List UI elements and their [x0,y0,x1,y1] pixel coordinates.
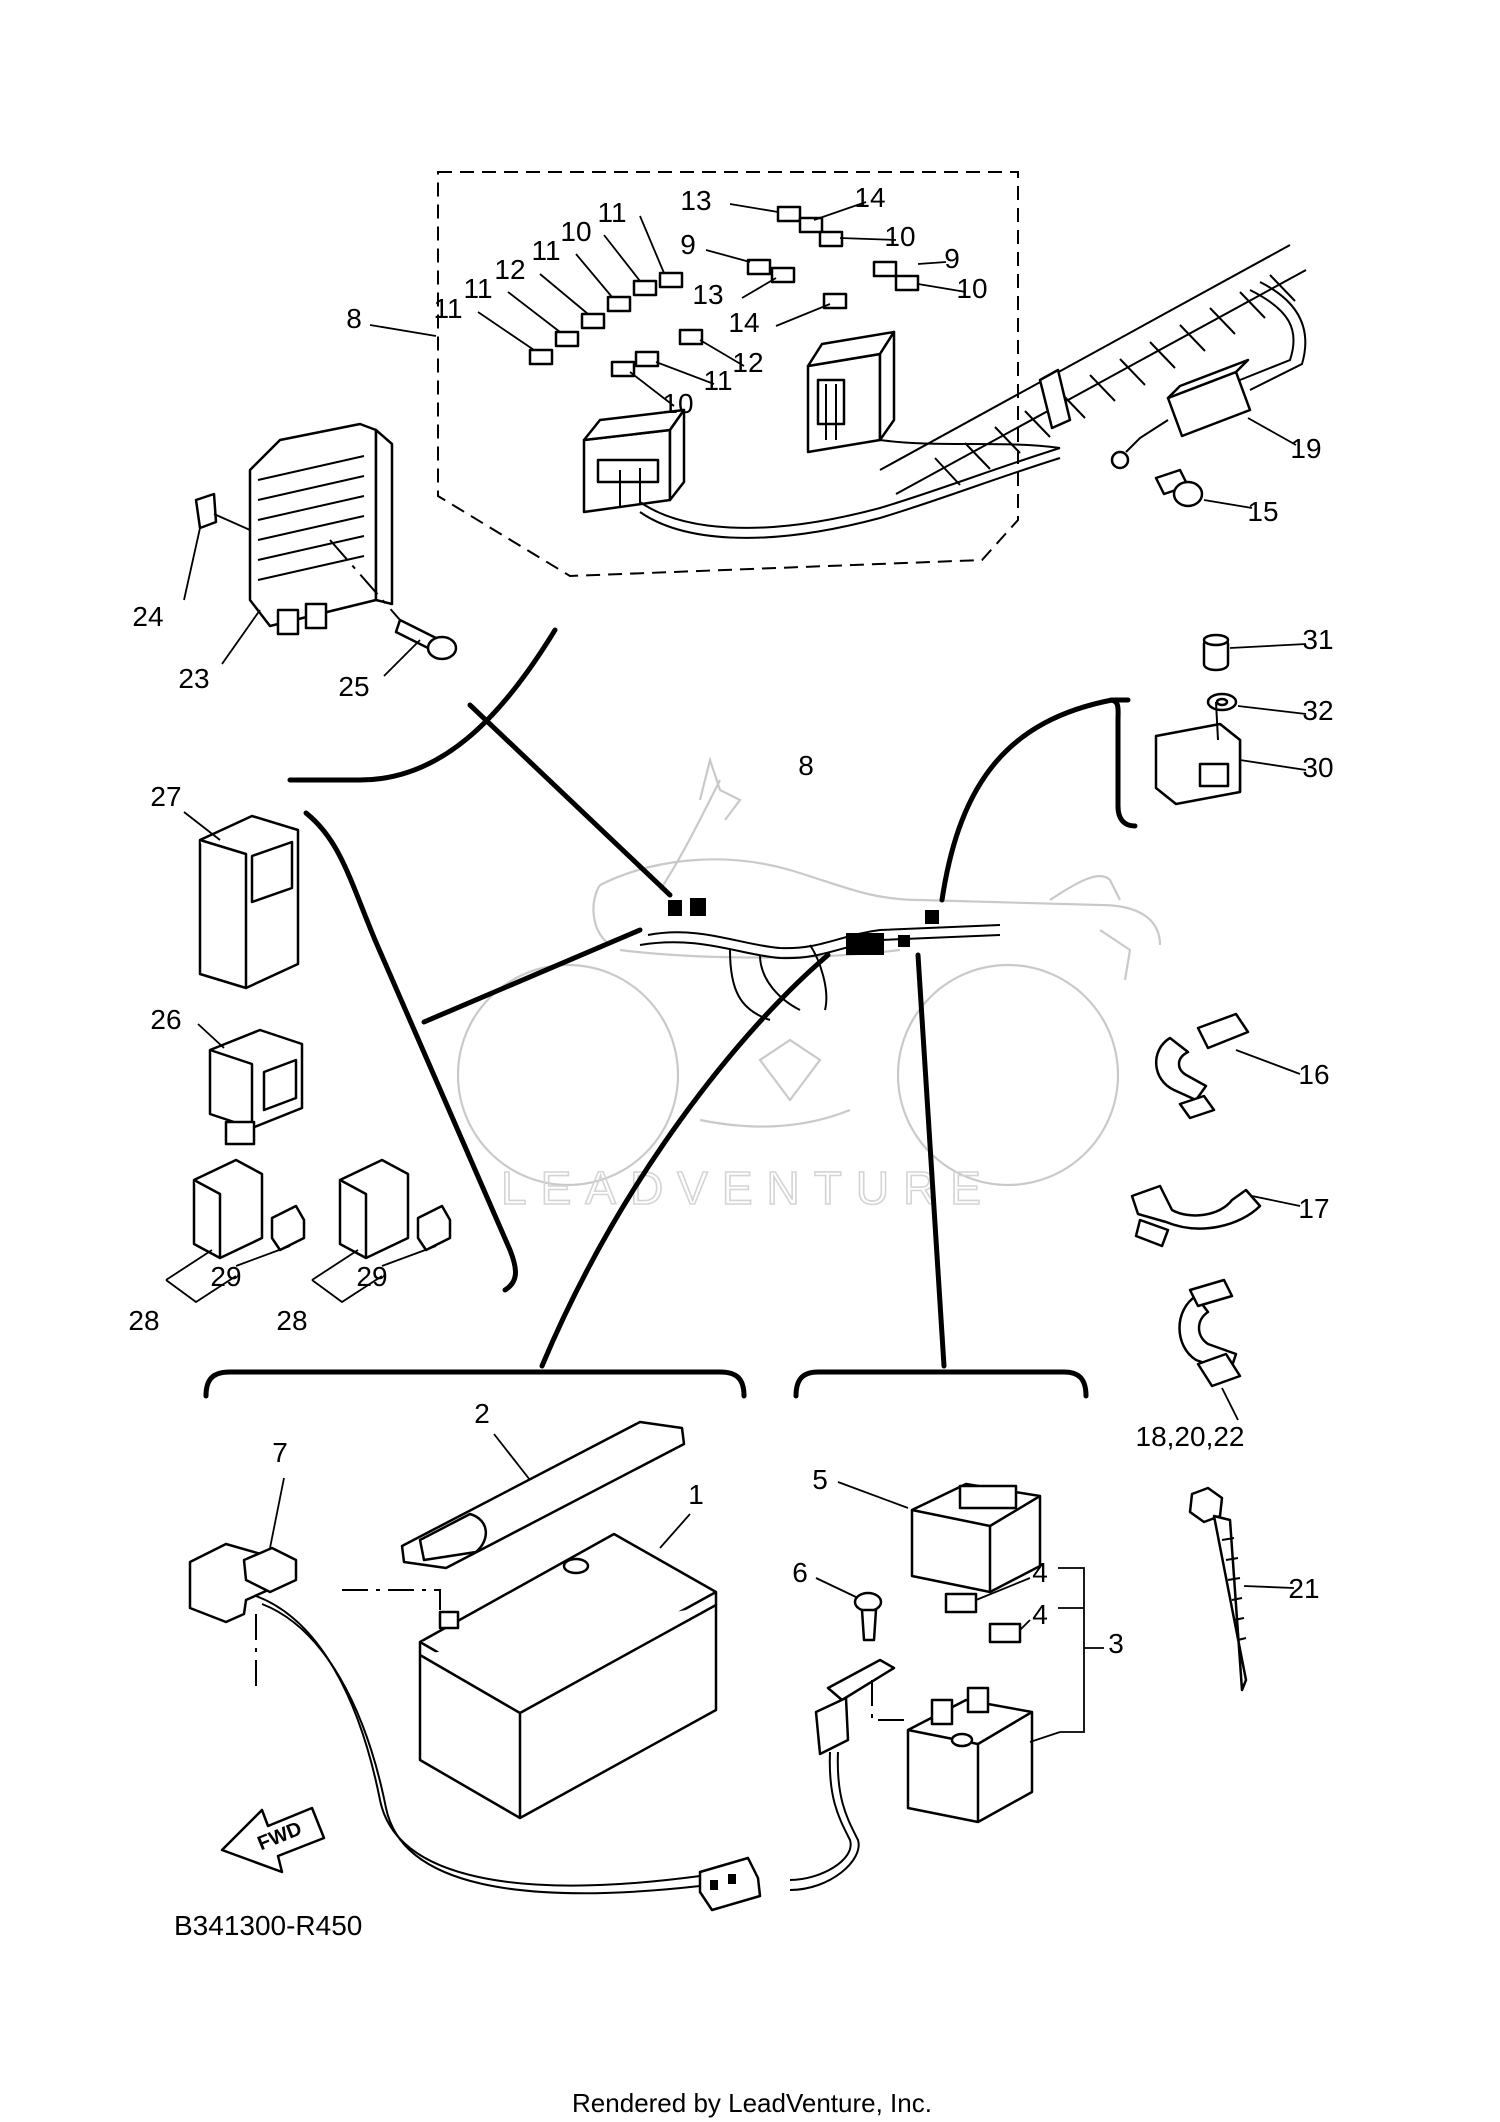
callout-label-29b: 29 [356,1261,387,1292]
callout-label-11c: 11 [531,235,560,266]
callout-label-13b: 13 [692,279,723,310]
battery [418,1513,718,1820]
callout-label-24: 24 [132,601,163,632]
callout-label-6: 6 [792,1557,808,1588]
callout-label-27: 27 [150,781,181,812]
fuse-holder-19 [1166,358,1252,438]
bracket-3 [1029,1567,1104,1743]
callout-label-2: 2 [474,1398,490,1429]
harness-connector-e [925,910,939,924]
screw-15 [1154,468,1204,508]
sensor-assembly [1154,633,1307,806]
wrapped-harness [879,244,1307,509]
mini-fuses [528,205,920,378]
harness-connector-a [668,900,682,916]
harness-connector-b [690,898,706,916]
clamp-17 [1130,1184,1301,1248]
callout-label-9a: 9 [680,229,696,260]
callout-label-8-top: 8 [346,303,362,334]
callout-label-5: 5 [812,1464,828,1495]
battery-strap [400,1420,686,1570]
clamp-18-20-22 [1178,1278,1242,1421]
callout-label-30: 30 [1302,752,1333,783]
cable-tie-21 [1188,1486,1295,1692]
relay-26 [197,1023,304,1146]
callout-label-13a: 13 [680,185,711,216]
callout-label-15: 15 [1247,496,1278,527]
callout-label-3: 3 [1108,1628,1124,1659]
callout-label-26: 26 [150,1004,181,1035]
frame-harness [639,898,1001,1021]
starter-relay-3 [906,1686,1034,1824]
callout-label-8-mid: 8 [798,750,814,781]
callout-label-17: 17 [1298,1193,1329,1224]
callout-label-12a: 12 [494,254,525,285]
callout-label-11d: 11 [597,197,626,228]
fuse-leaders [477,201,967,407]
clamp-16 [1154,1012,1301,1120]
connector-28-29-right [311,1158,452,1304]
callout-label-28b: 28 [276,1305,307,1336]
callout-label-10c: 10 [956,273,987,304]
fuse-box-left [582,408,686,514]
callout-label-25: 25 [338,671,369,702]
callout-label-1: 1 [688,1479,704,1510]
callout-label-9b: 9 [944,243,960,274]
callout-label-14a: 14 [854,182,885,213]
fuses-4 [944,1577,1031,1644]
callout-label-19: 19 [1290,433,1321,464]
callout-label-10d: 10 [662,388,693,419]
watermark-text: LEADVENTURE [501,1162,995,1214]
callout-label-23: 23 [178,663,209,694]
callout-label-18-20-22: 18,20,22 [1136,1421,1245,1452]
callout-label-12b: 12 [732,347,763,378]
callout-label-11b: 11 [463,273,492,304]
callout-label-11e: 11 [703,365,732,396]
callout-label-11a: 11 [433,293,462,324]
callout-label-10a: 10 [560,216,591,247]
callout-label-29a: 29 [210,1261,241,1292]
callout-label-4b: 4 [1032,1599,1048,1630]
fuse-box-harness-group [369,171,1061,578]
callout-label-28a: 28 [128,1305,159,1336]
relay-27 [183,811,300,990]
connector-28-29-left [165,1158,306,1304]
callout-label-21: 21 [1288,1573,1319,1604]
callout-brackets [203,627,1138,1399]
motorcycle-silhouette: LEADVENTURE [456,756,1162,1215]
harness-connector-c [846,933,884,955]
callout-label-7: 7 [272,1437,288,1468]
callout-label-16: 16 [1298,1059,1329,1090]
forward-arrow-icon: FWD [220,1806,326,1874]
callout-label-32: 32 [1302,695,1333,726]
callout-label-31: 31 [1302,624,1333,655]
diagram-part-code: B341300-R450 [174,1910,362,1941]
fuse-box-right [806,330,896,454]
starter-relay-cover-5 [837,1481,1042,1594]
footer-credit: Rendered by LeadVenture, Inc. [572,2088,932,2118]
callout-label-10b: 10 [884,221,915,252]
callout-label-4a: 4 [1032,1557,1048,1588]
rectifier-regulator [183,422,458,677]
battery-cable-7 [188,1477,701,1895]
bolt-6-and-lead [698,1577,912,1912]
callout-label-14b: 14 [728,307,759,338]
harness-connector-d [898,935,910,947]
